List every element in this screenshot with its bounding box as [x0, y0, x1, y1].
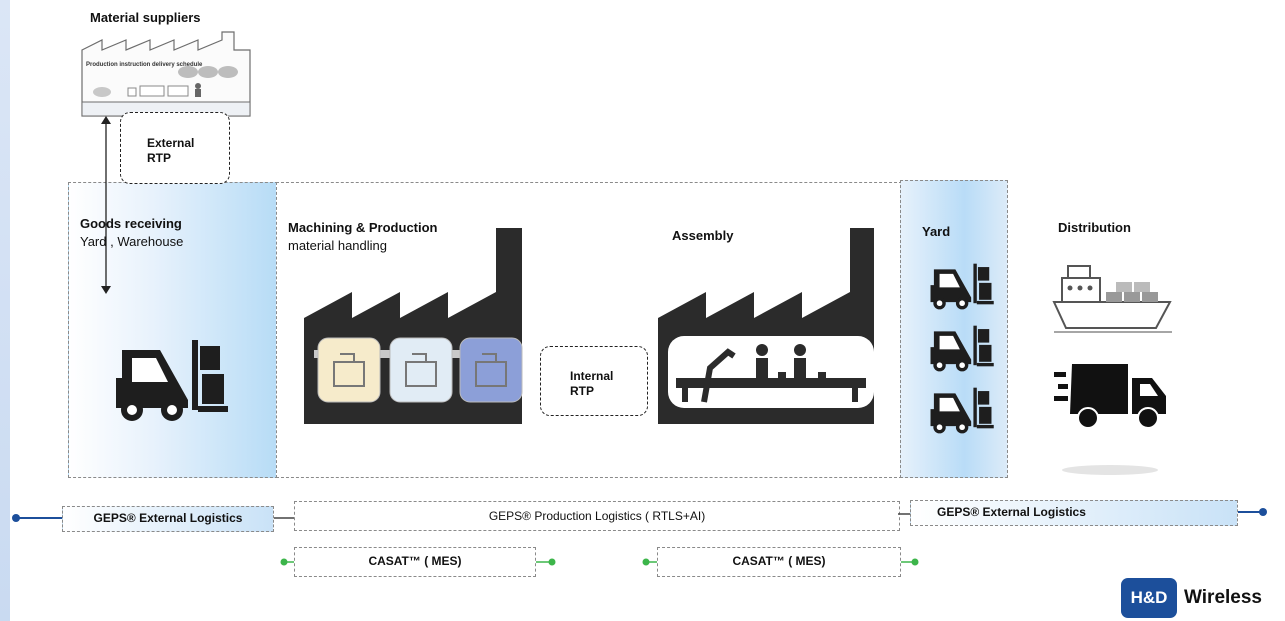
external-rtp-line1: External	[147, 136, 195, 150]
machining-sublabel: material handling	[288, 238, 388, 253]
internal-rtp-line2: RTP	[570, 384, 594, 398]
supplier-goods-arrow	[101, 116, 111, 294]
external-rtp-box	[120, 112, 230, 184]
right-bar-connector	[1238, 508, 1267, 516]
external-rtp-line2: RTP	[147, 151, 171, 165]
yard-forklift-icon-1	[930, 263, 994, 310]
machining-factory-icon	[304, 228, 523, 424]
geps-external-logistics-right: GEPS® External Logistics	[910, 500, 1238, 526]
assembly-label: Assembly	[672, 228, 734, 243]
casat2-left-dot	[642, 558, 657, 566]
left-bar-connector	[12, 514, 64, 522]
assembly-factory-icon	[658, 228, 874, 424]
yard-label: Yard	[922, 224, 951, 239]
truck-shadow	[1062, 465, 1158, 475]
geps-production-logistics: GEPS® Production Logistics ( RTLS+AI)	[294, 501, 900, 531]
distribution-label: Distribution	[1058, 220, 1131, 235]
left-mid-connector	[274, 517, 294, 519]
ship-icon	[1052, 265, 1172, 333]
goods-receiving-zone	[68, 182, 278, 478]
goods-receiving-sublabel: Yard , Warehouse	[80, 234, 184, 249]
hd-logo-badge: H&D	[1121, 578, 1177, 618]
material-suppliers-label: Material suppliers	[90, 10, 201, 25]
internal-rtp-box	[540, 346, 648, 416]
supplier-inner-text: Production instruction delivery schedule	[86, 62, 203, 68]
casat2-right-dot	[901, 558, 919, 566]
left-accent-strip	[0, 0, 10, 621]
truck-icon	[1054, 364, 1166, 429]
internal-rtp-line1: Internal	[570, 369, 614, 383]
hd-logo-wordmark: Wireless	[1184, 587, 1262, 608]
forklift-icon	[116, 340, 228, 421]
casat1-right-dot	[536, 558, 556, 566]
yard-forklift-icon-3	[930, 387, 994, 434]
right-mid-connector	[898, 513, 910, 515]
yard-forklift-icon-2	[930, 325, 994, 372]
casat-mes-left: CASAT™ ( MES)	[294, 547, 536, 577]
goods-receiving-label: Goods receiving	[80, 216, 182, 231]
geps-external-logistics-left: GEPS® External Logistics	[62, 506, 274, 532]
machining-label: Machining & Production	[288, 220, 438, 235]
casat1-left-dot	[280, 558, 294, 566]
yard-zone	[900, 180, 1008, 478]
supplier-factory-icon: Production instruction delivery schedule	[81, 31, 251, 117]
casat-mes-right: CASAT™ ( MES)	[657, 547, 901, 577]
